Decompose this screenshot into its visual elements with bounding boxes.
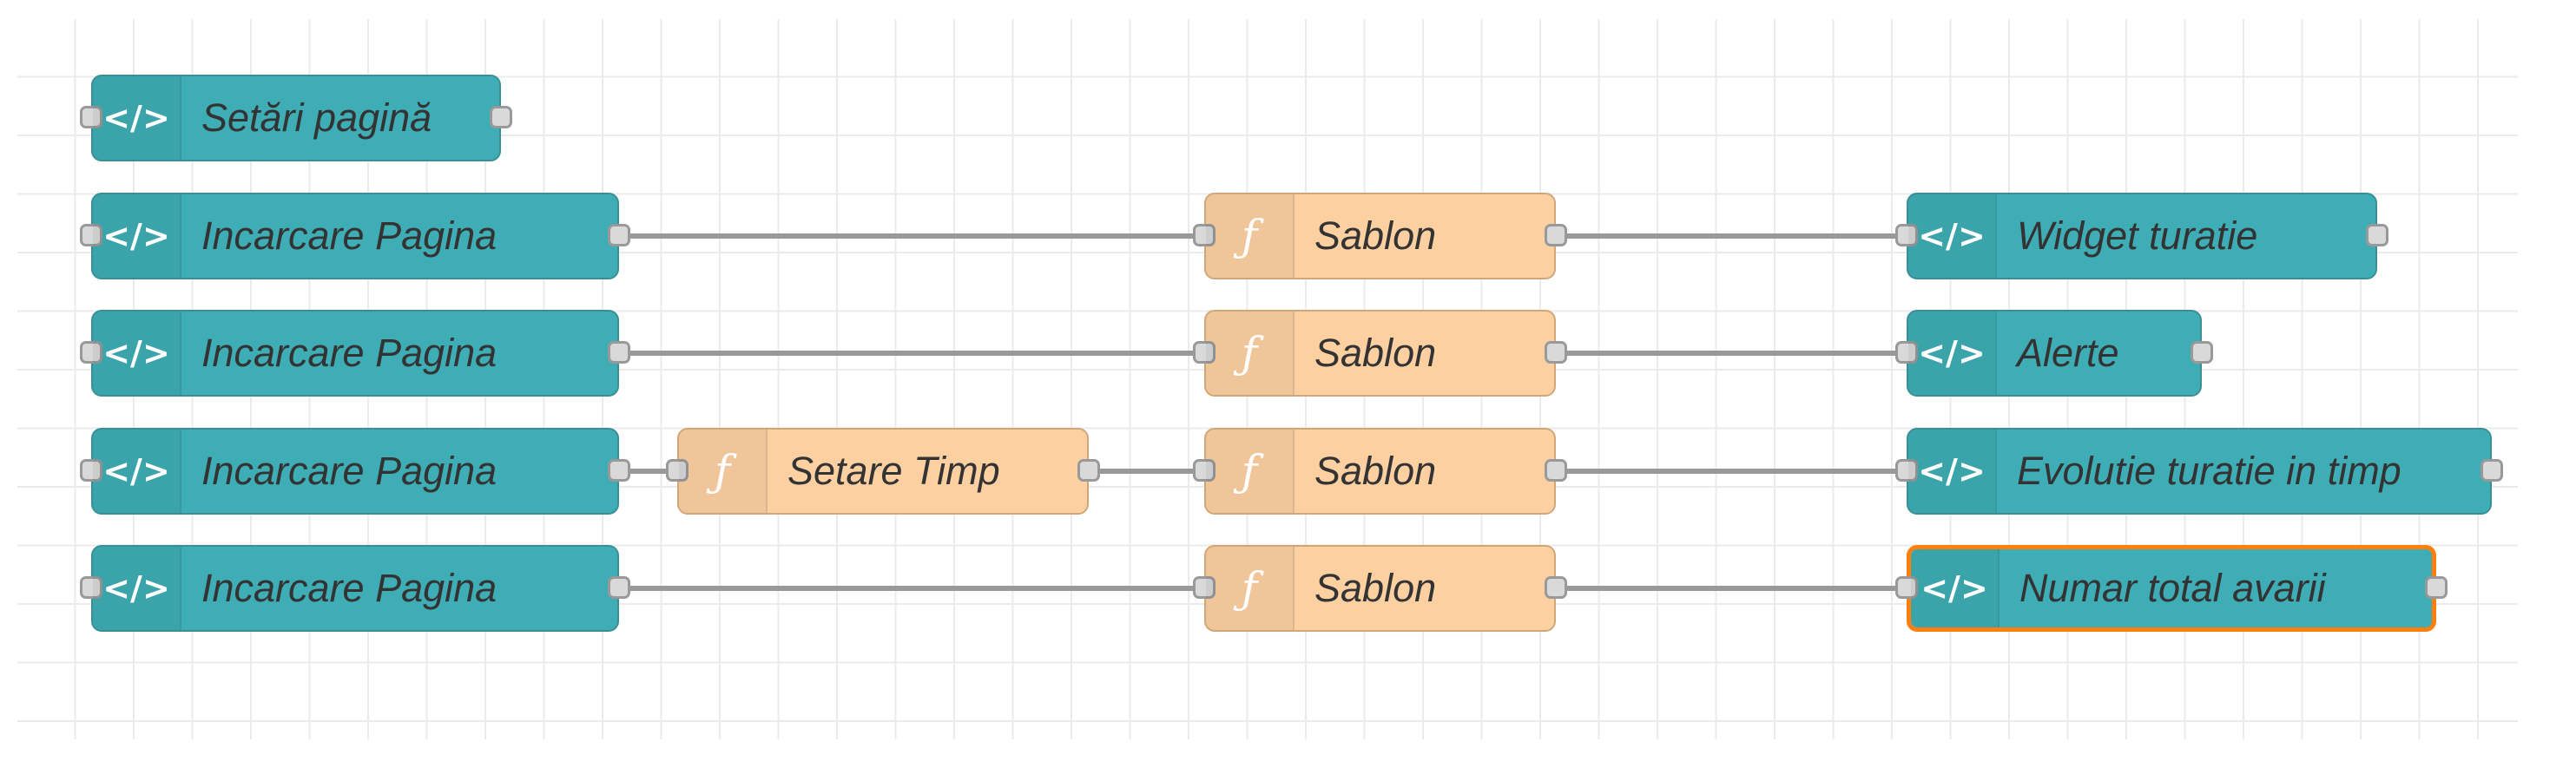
code-icon: </> xyxy=(1908,312,1997,395)
code-icon: </> xyxy=(93,312,181,395)
code-icon: </> xyxy=(93,76,181,160)
output-port[interactable] xyxy=(608,459,630,482)
node-label: Sablon xyxy=(1314,449,1437,493)
input-port[interactable] xyxy=(80,341,102,364)
output-port[interactable] xyxy=(2366,224,2388,246)
input-port[interactable] xyxy=(1193,459,1216,482)
node-label: Incarcare Pagina xyxy=(201,331,497,375)
function-icon: ƒ xyxy=(1206,194,1295,278)
input-port[interactable] xyxy=(666,459,688,482)
output-port[interactable] xyxy=(608,576,630,599)
input-port[interactable] xyxy=(80,576,102,599)
function-node-sablon[interactable]: ƒ Sablon xyxy=(1193,193,1567,279)
function-icon: ƒ xyxy=(1206,430,1295,513)
node-label: Alerte xyxy=(2017,331,2119,375)
output-port[interactable] xyxy=(1077,459,1100,482)
template-node-setari-pagina[interactable]: </> Setări pagină xyxy=(80,75,512,161)
output-port[interactable] xyxy=(1545,459,1567,482)
input-port[interactable] xyxy=(1895,341,1918,364)
template-node-incarcare-pagina[interactable]: </> Incarcare Pagina xyxy=(80,193,630,279)
template-node-incarcare-pagina[interactable]: </> Incarcare Pagina xyxy=(80,428,630,515)
input-port[interactable] xyxy=(1895,459,1918,482)
output-port[interactable] xyxy=(1545,576,1567,599)
output-port[interactable] xyxy=(608,341,630,364)
function-icon: ƒ xyxy=(679,430,768,513)
function-icon: ƒ xyxy=(1206,312,1295,395)
input-port[interactable] xyxy=(80,459,102,482)
input-port[interactable] xyxy=(1193,224,1216,246)
output-port[interactable] xyxy=(2191,341,2213,364)
template-node-incarcare-pagina[interactable]: </> Incarcare Pagina xyxy=(80,545,630,632)
template-node-alerte[interactable]: </> Alerte xyxy=(1895,310,2213,397)
input-port[interactable] xyxy=(1193,576,1216,599)
template-node-numar-total-avarii[interactable]: </> Numar total avarii xyxy=(1895,545,2448,632)
output-port[interactable] xyxy=(2480,459,2503,482)
node-label: Setare Timp xyxy=(787,449,1000,493)
code-icon: </> xyxy=(1908,430,1997,513)
node-label: Sablon xyxy=(1314,566,1437,610)
code-icon: </> xyxy=(93,194,181,278)
input-port[interactable] xyxy=(1895,224,1918,246)
function-icon: ƒ xyxy=(1206,547,1295,630)
input-port[interactable] xyxy=(80,224,102,246)
function-node-sablon[interactable]: ƒ Sablon xyxy=(1193,428,1567,515)
node-label: Numar total avarii xyxy=(2019,566,2326,610)
input-port[interactable] xyxy=(1895,576,1918,599)
template-node-evolutie-turatie[interactable]: </> Evolutie turatie in timp xyxy=(1895,428,2503,515)
function-node-sablon[interactable]: ƒ Sablon xyxy=(1193,310,1567,397)
output-port[interactable] xyxy=(608,224,630,246)
node-label: Evolutie turatie in timp xyxy=(2017,449,2401,493)
node-label: Sablon xyxy=(1314,213,1437,258)
node-label: Setări pagină xyxy=(201,95,432,140)
template-node-widget-turatie[interactable]: </> Widget turatie xyxy=(1895,193,2388,279)
input-port[interactable] xyxy=(80,106,102,128)
function-node-sablon[interactable]: ƒ Sablon xyxy=(1193,545,1567,632)
node-label: Incarcare Pagina xyxy=(201,566,497,610)
node-label: Widget turatie xyxy=(2017,213,2258,258)
node-label: Incarcare Pagina xyxy=(201,449,497,493)
node-label: Sablon xyxy=(1314,331,1437,375)
template-node-incarcare-pagina[interactable]: </> Incarcare Pagina xyxy=(80,310,630,397)
output-port[interactable] xyxy=(490,106,512,128)
input-port[interactable] xyxy=(1193,341,1216,364)
code-icon: </> xyxy=(93,547,181,630)
code-icon: </> xyxy=(93,430,181,513)
code-icon: </> xyxy=(1908,194,1997,278)
node-label: Incarcare Pagina xyxy=(201,213,497,258)
output-port[interactable] xyxy=(1545,224,1567,246)
code-icon: </> xyxy=(1911,549,2000,627)
function-node-setare-timp[interactable]: ƒ Setare Timp xyxy=(666,428,1100,515)
output-port[interactable] xyxy=(1545,341,1567,364)
output-port[interactable] xyxy=(2425,576,2448,599)
